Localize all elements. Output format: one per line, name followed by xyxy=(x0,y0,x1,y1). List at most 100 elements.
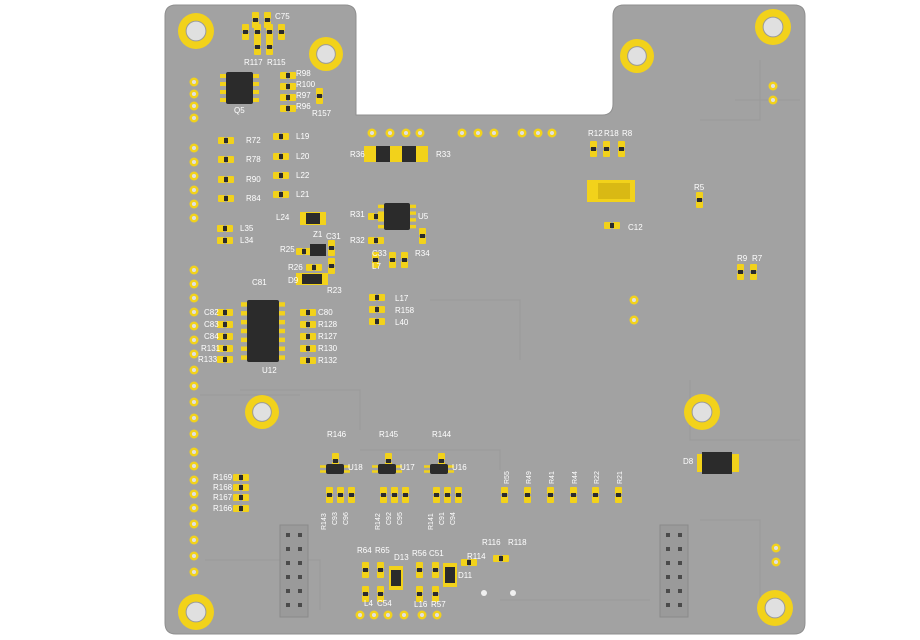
connector-body xyxy=(598,183,630,199)
pad xyxy=(252,12,259,19)
pad xyxy=(337,487,344,494)
pad xyxy=(378,318,385,325)
pad xyxy=(316,97,323,104)
pin-hole xyxy=(387,130,393,136)
pad-body xyxy=(306,322,310,327)
pad-body xyxy=(571,493,576,497)
silk-label-vertical: R49 xyxy=(526,471,533,484)
silk-label: R127 xyxy=(318,332,338,341)
pad-body xyxy=(434,493,439,497)
pad xyxy=(389,252,396,259)
mounting-hole xyxy=(185,20,207,42)
ic-pin xyxy=(378,204,384,209)
pad-body xyxy=(327,493,332,497)
pad xyxy=(750,273,757,280)
pad-body xyxy=(223,334,227,339)
ic-pin xyxy=(410,218,416,222)
ic-pin xyxy=(396,465,402,468)
pad xyxy=(604,222,611,229)
silk-label: C12 xyxy=(628,223,643,232)
silk-label: L22 xyxy=(296,171,310,180)
pad xyxy=(377,571,384,578)
pad xyxy=(300,333,307,340)
pad-body xyxy=(386,459,391,463)
pad xyxy=(348,496,355,503)
pad xyxy=(226,345,233,352)
ic-pin xyxy=(410,224,416,229)
pad xyxy=(570,496,577,503)
silk-label: R117 xyxy=(244,58,263,67)
silk-label: R84 xyxy=(246,194,261,203)
pin-hole xyxy=(773,545,779,551)
pad xyxy=(316,88,323,95)
pad-body xyxy=(306,346,310,351)
silk-label: R33 xyxy=(436,150,451,159)
pad-body xyxy=(224,177,228,182)
pad-body xyxy=(279,30,284,34)
pin-headers xyxy=(279,524,689,618)
pad xyxy=(242,24,249,31)
pad xyxy=(233,505,240,512)
header-pin xyxy=(298,575,302,579)
header-pin xyxy=(666,547,670,551)
silk-label: R97 xyxy=(296,91,311,100)
silk-label: L19 xyxy=(296,132,310,141)
pad xyxy=(524,496,531,503)
pad xyxy=(696,201,703,208)
pad-body xyxy=(329,264,334,268)
pad xyxy=(372,252,379,259)
pad-body xyxy=(279,173,283,178)
ic-pin xyxy=(396,470,402,473)
silk-label: U18 xyxy=(348,463,363,472)
header-pin xyxy=(298,561,302,565)
pad xyxy=(590,141,597,148)
silk-label: D11 xyxy=(458,571,473,580)
pin-hole xyxy=(770,97,776,103)
pad xyxy=(254,48,261,55)
silk-label-vertical: R44 xyxy=(572,471,579,484)
header-pin xyxy=(666,561,670,565)
silk-label: L20 xyxy=(296,152,310,161)
pad-body xyxy=(456,493,461,497)
pad xyxy=(750,264,757,271)
via xyxy=(481,590,487,596)
pad xyxy=(282,133,289,140)
pad xyxy=(217,237,224,244)
silk-label: R98 xyxy=(296,69,311,78)
header-pin xyxy=(666,575,670,579)
ic-pin xyxy=(220,98,226,102)
silk-label: R23 xyxy=(327,286,342,295)
resistor-body xyxy=(376,146,390,162)
pad xyxy=(226,237,233,244)
pad xyxy=(501,487,508,494)
pad-body xyxy=(593,493,598,497)
pad-body xyxy=(403,493,408,497)
pad xyxy=(282,191,289,198)
pad-body xyxy=(267,45,272,49)
pad-body xyxy=(349,493,354,497)
mounting-hole xyxy=(185,601,207,623)
pad xyxy=(377,562,384,569)
pad-body xyxy=(433,592,438,596)
pad xyxy=(254,24,261,31)
header-pin xyxy=(286,603,290,607)
pin-hole xyxy=(434,612,440,618)
pad-body xyxy=(286,95,290,100)
silk-label-vertical: R41 xyxy=(549,471,556,484)
ic-pin xyxy=(220,82,226,86)
ic-body xyxy=(226,72,253,104)
silk-label: R169 xyxy=(213,473,233,482)
pad-body xyxy=(381,493,386,497)
pad-body xyxy=(224,157,228,162)
ic-pin xyxy=(241,337,247,343)
ic-pin xyxy=(344,470,350,473)
pad-body xyxy=(239,475,243,480)
pad xyxy=(603,141,610,148)
pin-hole xyxy=(191,79,197,85)
ic-pin xyxy=(410,211,416,215)
ic-pin xyxy=(220,74,226,78)
inductor-body xyxy=(306,213,320,224)
ic-pin xyxy=(344,465,350,468)
pad xyxy=(266,24,273,31)
pin-hole xyxy=(519,130,525,136)
